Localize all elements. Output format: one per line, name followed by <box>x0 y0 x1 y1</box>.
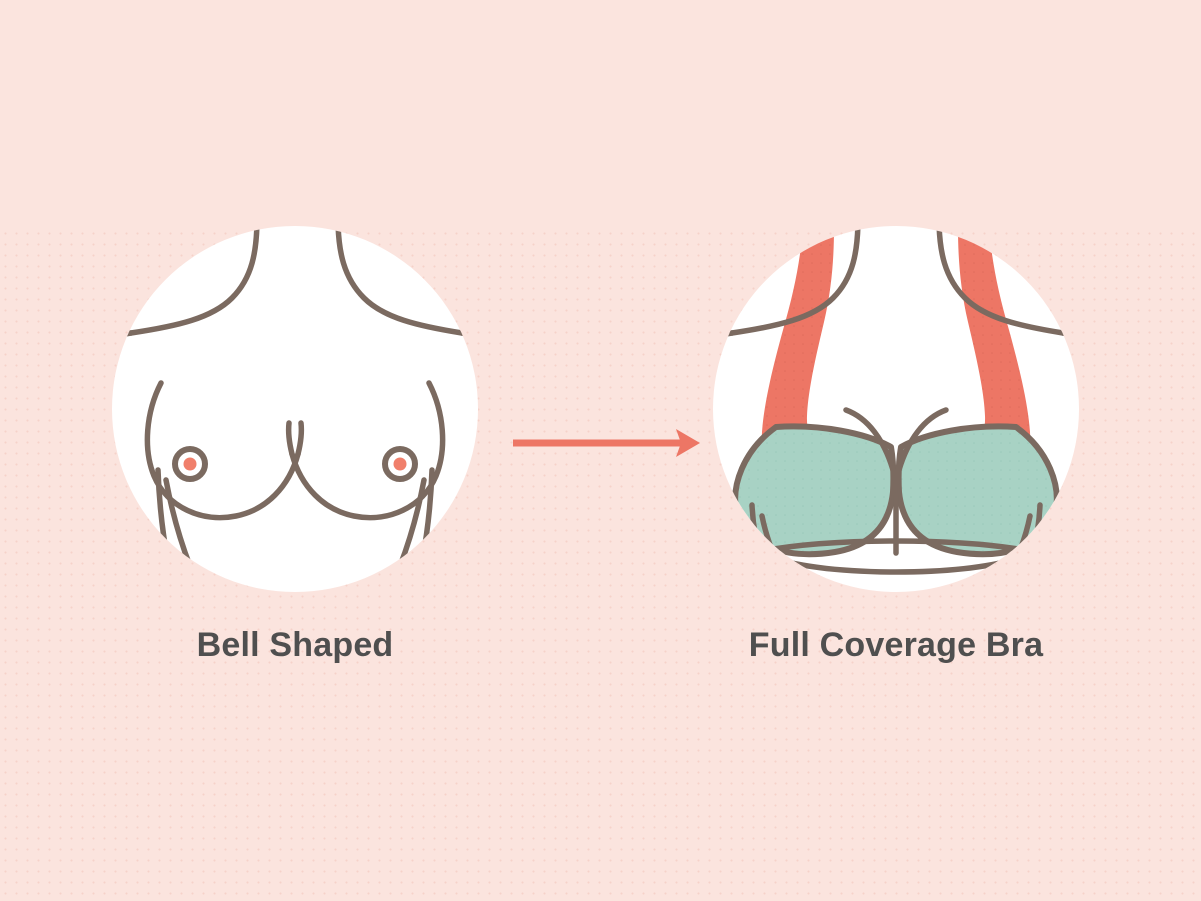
neck-left-outline <box>128 226 260 336</box>
shoulder-right-outline <box>459 330 478 348</box>
left-circle-backdrop <box>112 226 478 592</box>
bra-shoulder-right-outline <box>1060 330 1079 348</box>
bell-shaped-breast-illustration <box>112 226 478 592</box>
bra-band-upper <box>759 538 1033 554</box>
right-arrow <box>513 429 700 457</box>
left-bra-cup <box>732 423 897 558</box>
right-breast-outline <box>289 380 446 521</box>
right-breast-upper-tail <box>285 420 295 457</box>
left-breast-upper-tail <box>295 420 305 457</box>
arrow-head <box>676 429 700 457</box>
panel-caption-before: Bell Shaped <box>196 626 394 664</box>
left-breast-outline <box>144 380 301 521</box>
bra-neck-right-outline <box>936 226 1066 336</box>
bra-neck-left-outline <box>729 226 861 336</box>
full-coverage-bra-illustration <box>713 226 1079 592</box>
panel-caption-after: Full Coverage Bra <box>748 626 1044 664</box>
center-gore-right-curve <box>891 407 949 503</box>
right-bra-cup <box>895 423 1060 558</box>
neck-right-outline <box>335 226 465 336</box>
left-nipple <box>172 446 208 482</box>
right-nipple <box>382 446 418 482</box>
center-gore-left-curve <box>843 407 901 503</box>
